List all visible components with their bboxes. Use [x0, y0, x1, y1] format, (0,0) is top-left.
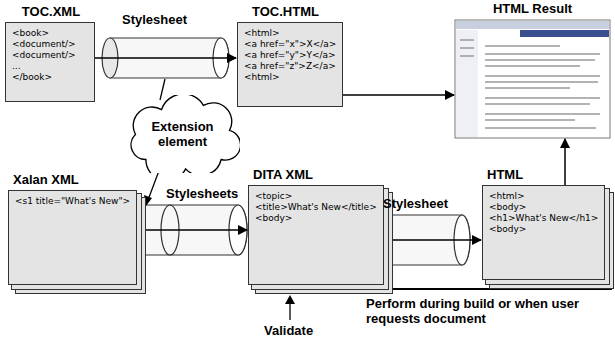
code-line: <body>	[489, 224, 598, 235]
document-title: HTML	[487, 167, 523, 182]
code-line: <body>	[489, 202, 598, 213]
cloud-node: Extension element	[125, 95, 240, 173]
document-box: TOC.XML<book><document/><document/>...</…	[5, 22, 95, 102]
extension-link	[160, 79, 165, 100]
flow-arrow	[564, 139, 566, 185]
cloud-shape	[131, 95, 240, 173]
code-line: <html>	[489, 191, 598, 202]
document-title: Xalan XML	[13, 172, 79, 187]
document-box: Xalan XML<s1 title="What's New">	[8, 190, 137, 285]
validate-arrow	[289, 302, 290, 320]
document-title: HTML Result	[493, 1, 572, 16]
code-block: <s1 title="What's New">	[15, 196, 130, 207]
code-line: <html>	[244, 28, 336, 39]
browser-screenshot	[455, 20, 610, 138]
flow-arrow	[392, 239, 481, 241]
cloud-wrap: Extension element	[125, 95, 240, 173]
document-title: DITA XML	[253, 167, 313, 182]
code-block: <html><a href="x">X</a><a href="y">Y</a>…	[244, 28, 336, 83]
cloud-label: Extension element	[143, 119, 222, 149]
code-line: <body>	[255, 213, 377, 224]
flow-arrow	[145, 229, 247, 231]
code-line: <title>What's New</title>	[255, 202, 377, 213]
stage-label: Stylesheet	[122, 12, 212, 27]
note: Perform during build or when user reques…	[366, 296, 610, 326]
stage-label: Stylesheets	[166, 186, 256, 201]
document-box: HTML<html><body><h1>What's New</h1><body…	[482, 185, 605, 280]
result-node: HTML Result	[455, 20, 610, 138]
code-line: <h1>What's New</h1>	[489, 213, 598, 224]
document-title: TOC.HTML	[252, 4, 319, 19]
code-block: <book><document/><document/>...</book>	[12, 28, 88, 83]
code-line: <a href="z">Z</a>	[244, 61, 336, 72]
document-title: TOC.XML	[22, 4, 80, 19]
code-line: ...	[12, 61, 88, 72]
code-line: <a href="y">Y</a>	[244, 50, 336, 61]
stage-label: Stylesheet	[383, 196, 473, 211]
document-box: DITA XML<topic><title>What's New</title>…	[248, 185, 384, 285]
code-line: <book>	[12, 28, 88, 39]
flow-arrow	[343, 94, 454, 96]
code-line: <topic>	[255, 191, 377, 202]
code-line: <html>	[244, 72, 336, 83]
arrow-head	[285, 295, 295, 304]
code-block: <html><body><h1>What's New</h1><body>	[489, 191, 598, 235]
code-block: <topic><title>What's New</title><body>	[255, 191, 377, 224]
arrow-head	[144, 195, 152, 206]
code-line: <a href="x">X</a>	[244, 39, 336, 50]
code-line: <s1 title="What's New">	[15, 196, 130, 207]
flow-arrow	[95, 57, 236, 59]
document-box: TOC.HTML<html><a href="x">X</a><a href="…	[237, 22, 343, 107]
code-line: <document/>	[12, 39, 88, 50]
code-line: </book>	[12, 72, 88, 83]
bracket	[352, 282, 611, 289]
stage-label: Validate	[264, 323, 344, 338]
code-line: <document/>	[12, 50, 88, 61]
